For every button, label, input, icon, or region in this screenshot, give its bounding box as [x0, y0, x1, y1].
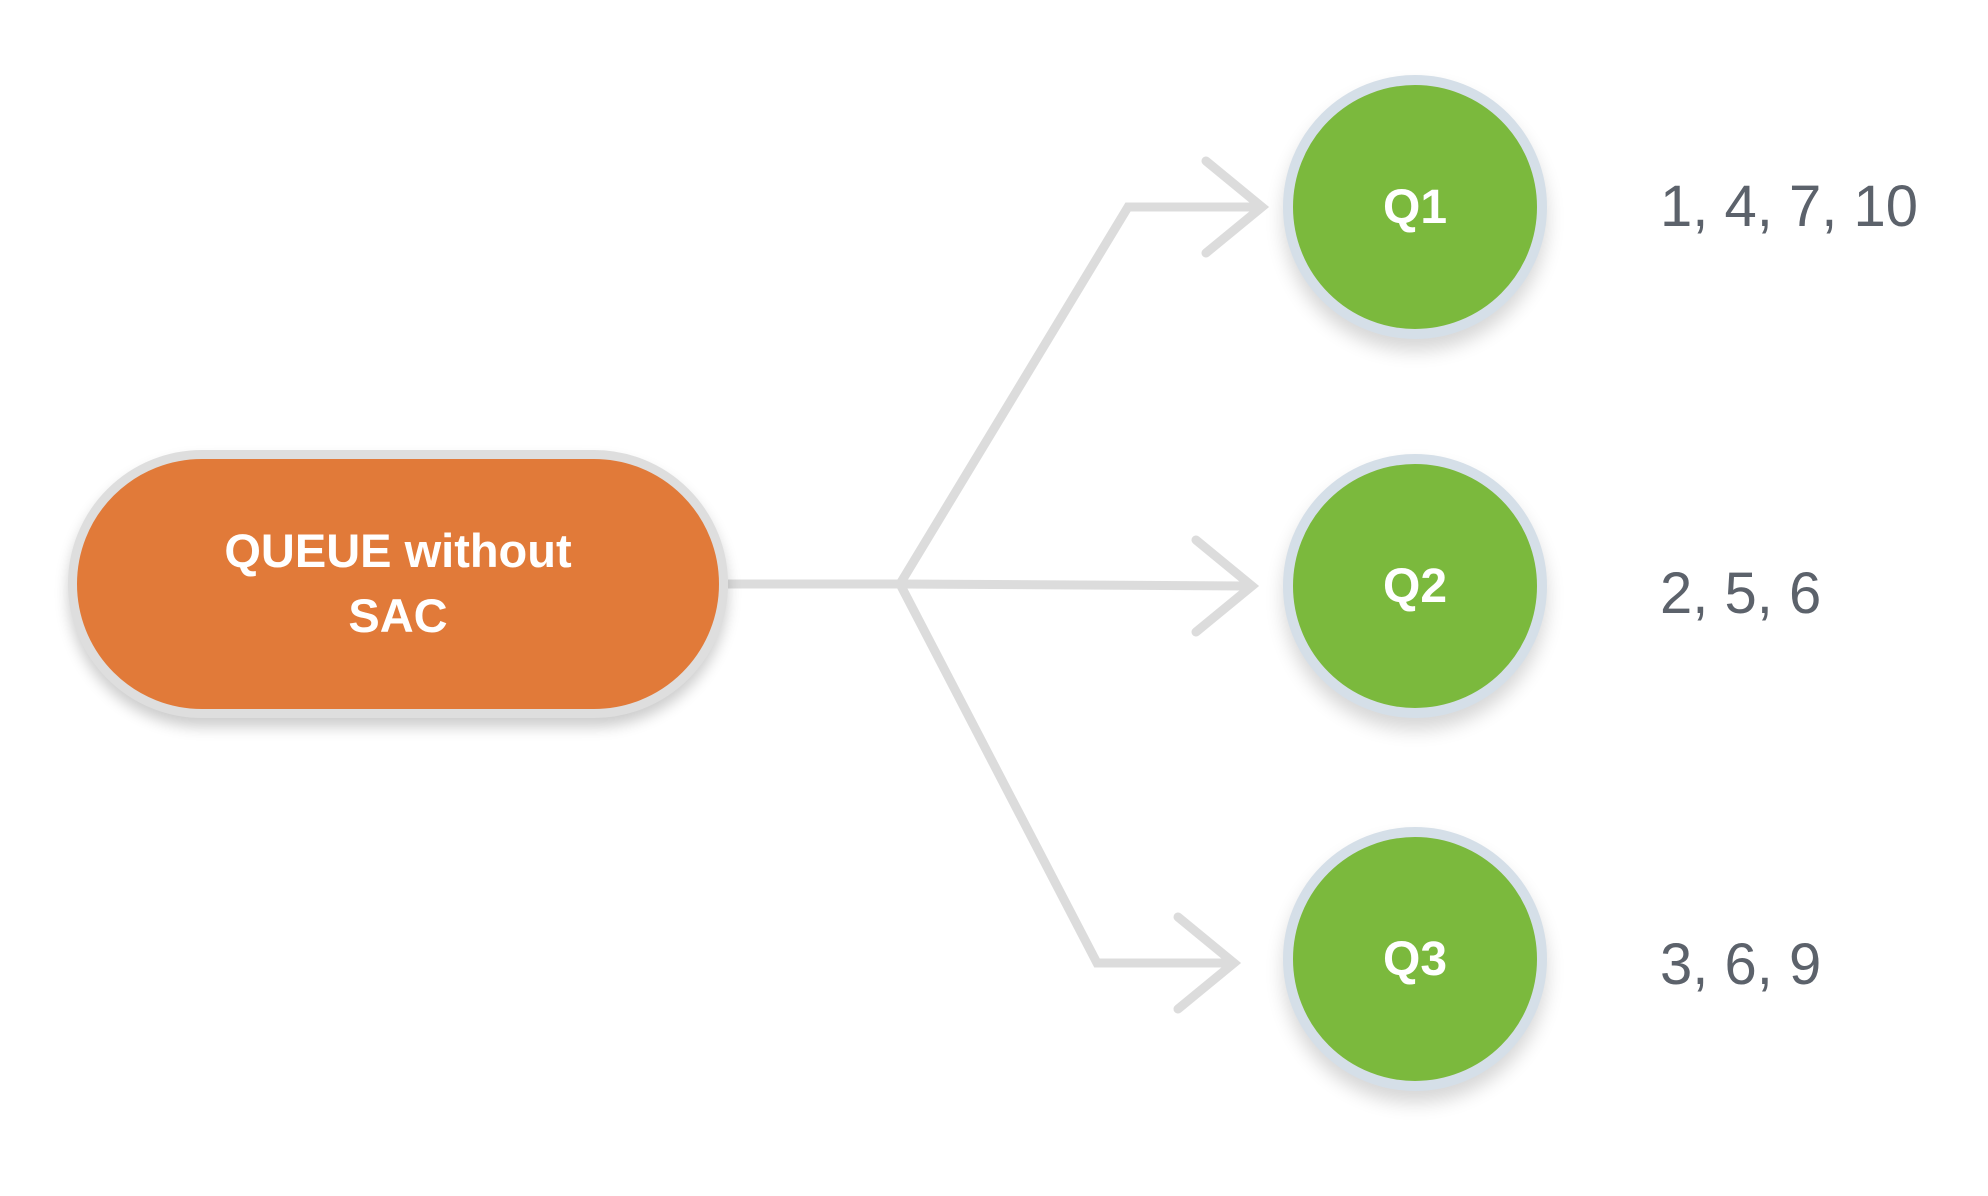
queue-node-q1: Q1 [1283, 75, 1547, 339]
source-node: QUEUE without SAC [68, 450, 728, 718]
arrowhead-q1-icon [1201, 156, 1270, 258]
queue-node-q1-label: Q1 [1382, 180, 1448, 234]
arrow-line-to-q1 [896, 202, 1256, 587]
queue-items-q1: 1, 4, 7, 10 [1660, 174, 1918, 239]
arrow-line-to-q3 [896, 581, 1228, 968]
queue-node-q2-label: Q2 [1382, 559, 1448, 613]
arrowhead-q3-icon [1173, 912, 1242, 1014]
arrowhead-q2-icon [1191, 535, 1260, 637]
arrow-line-to-q2 [899, 579, 1247, 591]
queue-items-q2: 2, 5, 6 [1660, 561, 1822, 626]
source-node-label: QUEUE without SAC [224, 524, 572, 642]
queue-node-q3-label: Q3 [1382, 932, 1448, 986]
queue-items-q3: 3, 6, 9 [1660, 932, 1822, 997]
queue-node-q2: Q2 [1283, 454, 1547, 718]
queue-node-q3: Q3 [1283, 827, 1547, 1091]
